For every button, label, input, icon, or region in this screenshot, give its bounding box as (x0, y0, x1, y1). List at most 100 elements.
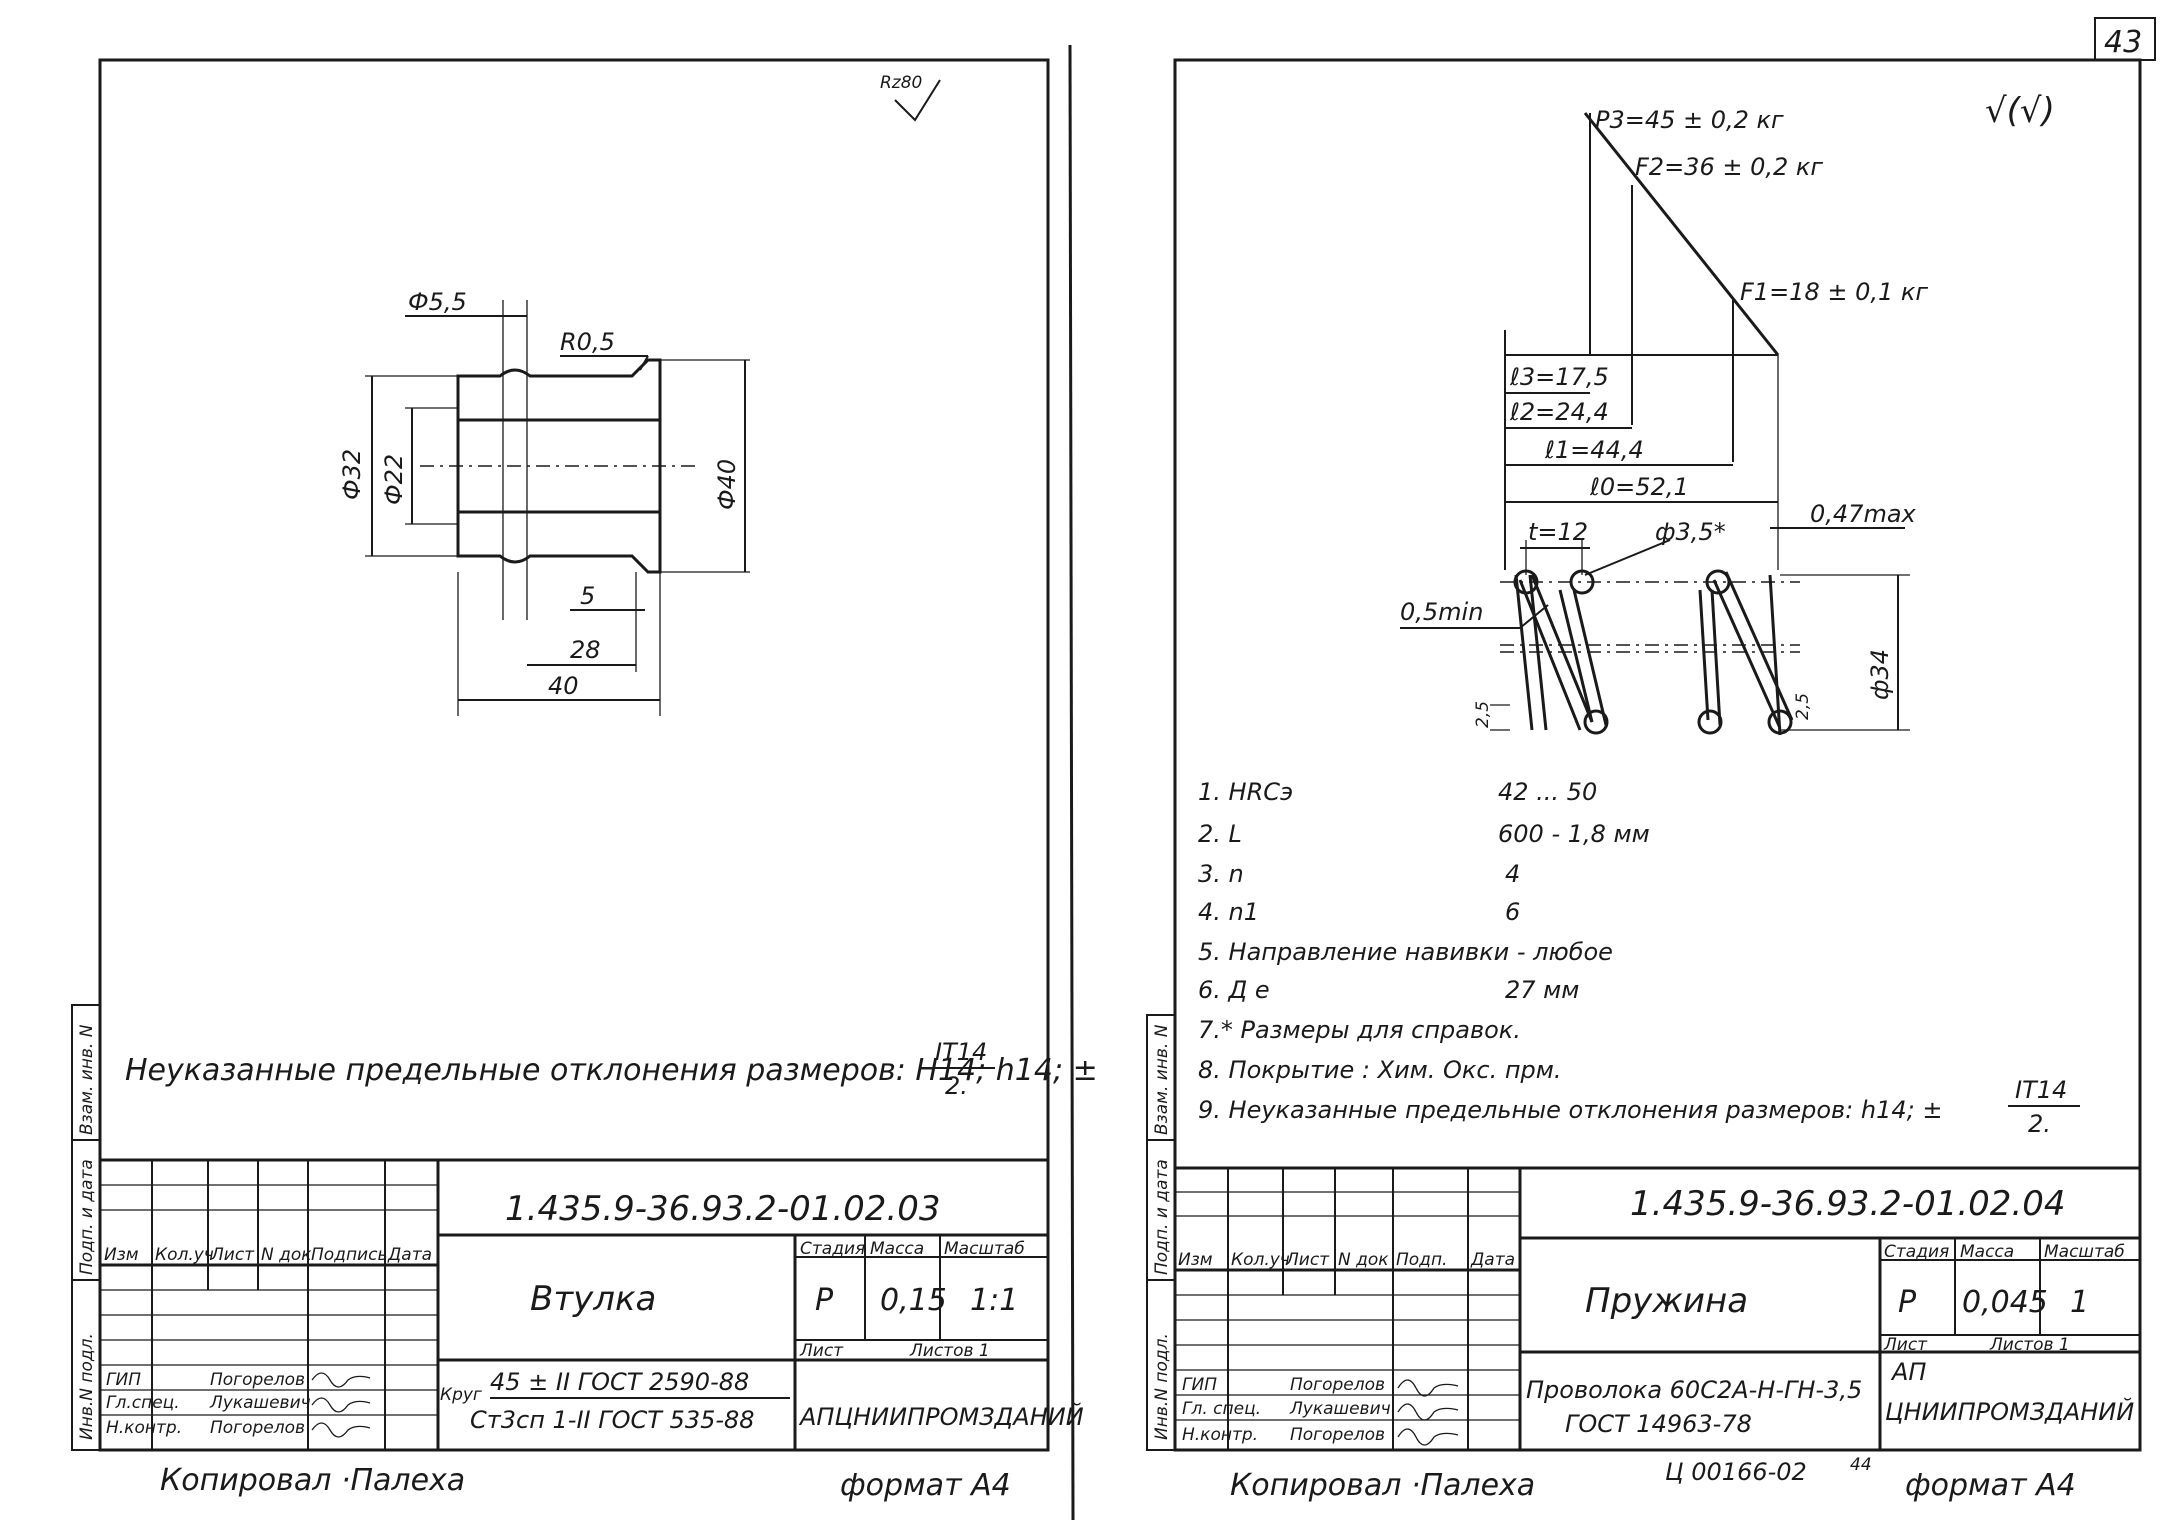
len-l1: ℓ1=44,4 (1544, 436, 1644, 464)
len-l2: ℓ2=24,4 (1509, 398, 1609, 426)
left-col-date: Дата (387, 1245, 432, 1265)
signature-1 (311, 1372, 371, 1388)
dim-min-gap: 0,5min (1400, 598, 1483, 626)
dim-end-right: 2,5 (1793, 693, 1813, 720)
force-f1: F1=18 ± 0,1 кг (1740, 278, 1928, 306)
left-col-kol: Кол.уч (155, 1245, 214, 1265)
left-note-frac-den: 2. (945, 1072, 968, 1100)
left-note-frac-num: IT14 (935, 1038, 987, 1066)
right-stamp-page: 44 (1850, 1455, 1872, 1475)
left-col-sign: Подпись (311, 1245, 387, 1265)
signature-3 (311, 1422, 371, 1438)
left-sheets-label: Листов 1 (909, 1341, 990, 1361)
len-l0: ℓ0=52,1 (1589, 473, 1689, 501)
dim-d34: ф34 (1866, 649, 1894, 700)
left-material-2: Ст3сп 1-II ГОСТ 535-88 (470, 1406, 755, 1434)
dim-wire-diameter: ф3,5* (1655, 518, 1726, 546)
right-col-sign: Подп. (1396, 1250, 1447, 1270)
left-col-izm: Изм (104, 1245, 139, 1265)
left-title-block: Изм Кол.уч Лист N док Подпись Дата ГИП Г… (100, 1158, 1084, 1450)
right-signature-2 (1397, 1403, 1459, 1421)
spring-force-diagram: P3=45 ± 0,2 кг F2=36 ± 0,2 кг F1=18 ± 0,… (1504, 106, 1928, 570)
dim-max-gap: 0,47max (1810, 500, 1917, 528)
right-sheets-label: Листов 1 (1989, 1335, 2070, 1355)
note-8: 8. Покрытие : Хим. Окс. прм. (1198, 1056, 1562, 1084)
left-roughness: Rz80 (880, 73, 922, 93)
left-stage: Р (815, 1283, 834, 1318)
dim-d22: Ф22 (380, 454, 408, 505)
right-name-3: Погорелов (1290, 1425, 1385, 1445)
force-p3: P3=45 ± 0,2 кг (1595, 106, 1784, 134)
right-signature-1 (1397, 1379, 1459, 1397)
right-role-contr: Н.контр. (1182, 1425, 1258, 1445)
right-org-2: ЦНИИПРОМЗДАНИЙ (1885, 1397, 2134, 1426)
left-designation: 1.435.9-36.93.2-01.02.03 (505, 1189, 941, 1229)
note-5: 5. Направление навивки - любое (1198, 938, 1613, 966)
note-9: 9. Неуказанные предельные отклонения раз… (1198, 1096, 1942, 1124)
right-sheet: √(√) P3=45 ± 0,2 кг F2=36 ± 0,2 кг F1=18… (1146, 58, 2142, 1503)
right-designation: 1.435.9-36.93.2-01.02.04 (1630, 1184, 2066, 1224)
left-col-list: Лист (210, 1245, 255, 1265)
left-copied: Копировал ·Палеха (160, 1463, 465, 1498)
dim-end-left: 2,5 (1473, 701, 1493, 728)
left-material-prefix: Круг (440, 1385, 482, 1405)
right-name-2: Лукашевич (1289, 1399, 1391, 1419)
right-col-ndok: N док (1338, 1250, 1389, 1270)
dim-pitch: t=12 (1528, 518, 1588, 546)
right-col-date: Дата (1470, 1250, 1515, 1270)
right-scale: 1 (2070, 1285, 2089, 1320)
right-part-name: Пружина (1585, 1281, 1748, 1321)
dim-hole-diameter: Ф5,5 (408, 288, 467, 316)
left-format: формат А4 (840, 1468, 1011, 1503)
right-scale-label: Масштаб (2044, 1242, 2125, 1262)
right-material-2: ГОСТ 14963-78 (1565, 1410, 1752, 1438)
right-title-block: Изм Кол.уч Лист N док Подп. Дата ГИП Гл.… (1175, 1166, 2140, 1450)
spec-4-value: 6 (1505, 898, 1520, 926)
right-side-sign: Подп. и дата (1152, 1159, 1172, 1275)
dim-length-40: 40 (548, 672, 579, 700)
dim-radius: R0,5 (560, 328, 615, 356)
left-role-gip: ГИП (106, 1370, 141, 1390)
left-sheet: Rz80 Ф5,5 R0,5 Ф32 (71, 58, 1098, 1503)
left-side-strip: Инв.N подл. Подп. и дата Взам. инв. N (71, 1004, 101, 1451)
right-frame (1173, 58, 2142, 1452)
spec-4-name: 4. n1 (1198, 898, 1259, 926)
left-tolerance-note: Неуказанные предельные отклонения размер… (125, 1053, 1098, 1088)
dim-length-28: 28 (570, 636, 601, 664)
right-mass: 0,045 (1962, 1285, 2048, 1320)
left-side-sign: Подп. и дата (77, 1159, 97, 1275)
left-role-contr: Н.контр. (106, 1418, 182, 1438)
right-material-1: Проволока 60С2А-Н-ГН-3,5 (1526, 1376, 1862, 1404)
left-stage-label: Стадия (800, 1239, 865, 1259)
spring-drawing: t=12 ф3,5* 0,47max 0,5min ф34 2,5 2,5 (1400, 500, 1917, 736)
right-col-kol: Кол.уч (1231, 1250, 1290, 1270)
note-6: 6. Д е (1198, 976, 1270, 1004)
left-name-2: Лукашевич (209, 1393, 311, 1413)
left-name-3: Погорелов (210, 1418, 305, 1438)
note-9-frac-num: IT14 (2015, 1076, 2067, 1104)
fold-line (1068, 44, 1075, 1521)
dim-length-5: 5 (580, 582, 595, 610)
left-scale-label: Масштаб (944, 1239, 1025, 1259)
signature-2 (311, 1397, 371, 1413)
right-format: формат А4 (1905, 1468, 2076, 1503)
right-col-list: Лист (1285, 1250, 1330, 1270)
bushing-drawing: Ф5,5 R0,5 Ф32 Ф22 Ф40 5 (338, 288, 750, 716)
right-stage-label: Стадия (1884, 1242, 1949, 1262)
left-scale: 1:1 (970, 1283, 1018, 1318)
left-role-spec: Гл.спец. (106, 1393, 180, 1413)
len-l3: ℓ3=17,5 (1509, 363, 1609, 391)
left-side-inv: Инв.N подл. (77, 1333, 97, 1440)
left-mass: 0,15 (880, 1283, 947, 1318)
left-mass-label: Масса (870, 1239, 924, 1259)
left-col-ndok: N док (261, 1245, 312, 1265)
note-7: 7.* Размеры для справок. (1198, 1016, 1521, 1044)
spec-3-value: 4 (1505, 860, 1520, 888)
right-signature-3 (1397, 1428, 1459, 1446)
right-roughness: √(√) (1985, 91, 2055, 131)
spring-specs: 1. HRCэ 42 ... 50 2. L 600 - 1,8 мм 3. n… (1198, 778, 2080, 1138)
dim-d32: Ф32 (338, 449, 366, 500)
right-copied: Копировал ·Палеха (1230, 1468, 1535, 1503)
dim-d40: Ф40 (713, 459, 741, 510)
